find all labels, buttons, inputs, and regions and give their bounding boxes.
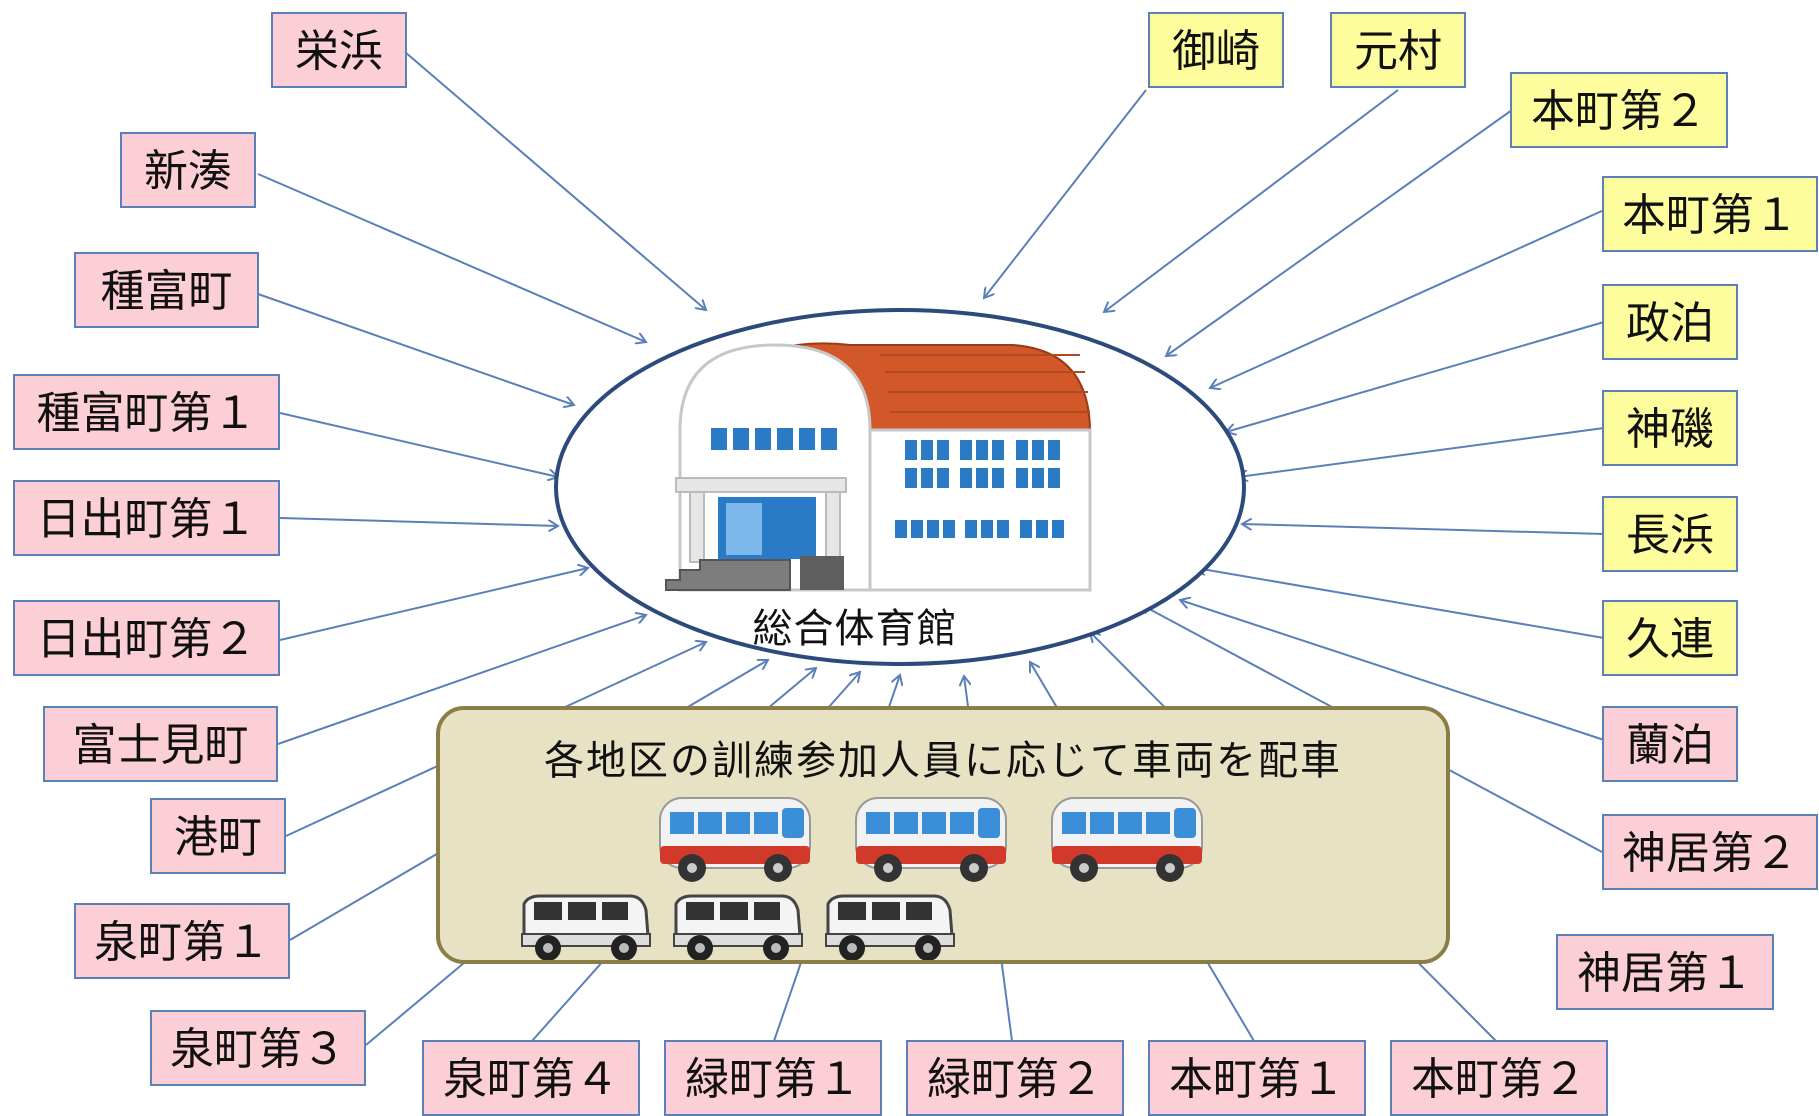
district-izumi3: 泉町第３: [150, 1010, 366, 1086]
arrow-fujimi: [277, 615, 646, 745]
district-misaki: 御崎: [1148, 12, 1284, 88]
arrow-nagahama: [1242, 524, 1605, 535]
arrow-shinminato: [257, 173, 646, 342]
arrow-honmachi1-right: [1210, 209, 1605, 388]
arrow-misaki: [984, 89, 1147, 298]
district-hinode2: 日出町第２: [13, 600, 280, 676]
district-rantomari: 蘭泊: [1602, 706, 1738, 782]
district-motomura: 元村: [1330, 12, 1466, 88]
district-izumi1: 泉町第１: [74, 903, 290, 979]
gymnasium-icon: [665, 342, 1092, 592]
arrow-motomura: [1104, 89, 1399, 312]
district-honmachi2-right: 本町第２: [1510, 72, 1728, 148]
arrow-kuren: [1196, 568, 1605, 639]
district-honmachi1-bottom: 本町第１: [1148, 1040, 1366, 1116]
district-kamiiso: 神磯: [1602, 390, 1738, 466]
bus-icon: [855, 797, 1007, 882]
district-izumi4: 泉町第４: [422, 1040, 640, 1116]
vehicle-illustrations: [521, 797, 1203, 960]
arrow-hinode1: [279, 517, 558, 526]
district-tanetomi1: 種富町第１: [13, 374, 280, 450]
bus-icon: [1051, 797, 1203, 882]
arrow-honmachi2-right: [1166, 109, 1513, 356]
district-minato: 港町: [150, 798, 286, 874]
district-matsudomari: 政泊: [1602, 284, 1738, 360]
district-sakaehama: 栄浜: [271, 12, 407, 88]
van-icon: [521, 894, 651, 960]
district-kamui2: 神居第２: [1602, 814, 1818, 890]
district-midori2: 緑町第２: [906, 1040, 1124, 1116]
district-tanetomi: 種富町: [74, 252, 259, 328]
arrow-tanetomi1: [279, 412, 558, 477]
van-icon: [673, 894, 803, 960]
arrow-hinode2: [279, 568, 588, 641]
district-hinode1: 日出町第１: [13, 480, 280, 556]
district-nagahama: 長浜: [1602, 496, 1738, 572]
arrow-tanetomi: [257, 293, 574, 405]
center-label: 総合体育館: [752, 606, 958, 652]
arrow-rantomari: [1180, 600, 1605, 741]
district-kuren: 久連: [1602, 600, 1738, 676]
district-fujimi: 富士見町: [43, 706, 278, 782]
arrow-matsudomari: [1226, 321, 1605, 432]
arrow-sakaehama: [404, 51, 706, 310]
district-honmachi1-right: 本町第１: [1602, 176, 1818, 252]
district-midori1: 緑町第１: [664, 1040, 882, 1116]
district-kamui1: 神居第１: [1556, 934, 1774, 1010]
district-shinminato: 新湊: [120, 132, 256, 208]
bus-icon: [659, 797, 811, 882]
van-icon: [825, 894, 955, 960]
vehicle-caption: 各地区の訓練参加人員に応じて車両を配車: [544, 738, 1342, 784]
vehicle-dispatch-panel: 各地区の訓練参加人員に応じて車両を配車: [436, 706, 1450, 964]
arrow-kamiiso: [1238, 427, 1605, 477]
district-honmachi2-bottom: 本町第２: [1390, 1040, 1608, 1116]
